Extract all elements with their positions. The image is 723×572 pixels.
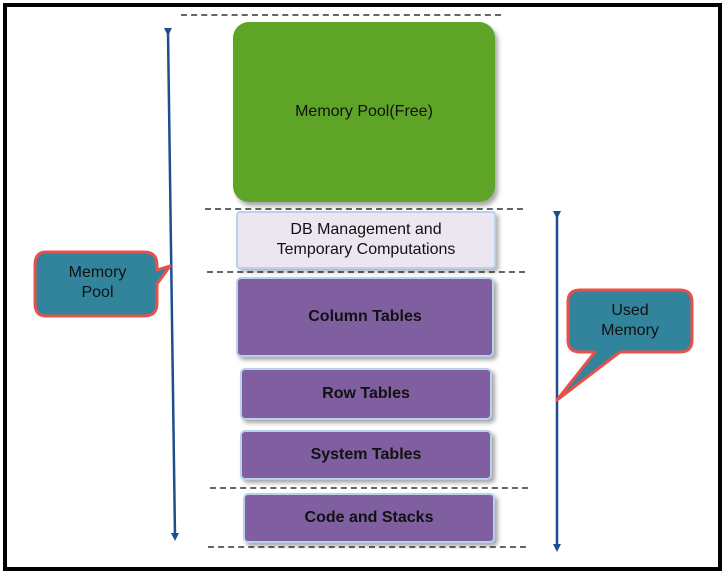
- row-tables-block: Row Tables: [240, 368, 492, 420]
- row-tables-label: Row Tables: [322, 385, 410, 402]
- separator-free-used: [205, 208, 523, 210]
- column-tables-block: Column Tables: [236, 277, 494, 357]
- code-and-stacks-block: Code and Stacks: [243, 493, 495, 543]
- used-memory-callout-text: Used Memory: [580, 301, 680, 341]
- system-tables-block: System Tables: [240, 430, 492, 480]
- separator-bottom: [208, 546, 526, 548]
- memory-pool-free-block: Memory Pool(Free): [233, 22, 495, 202]
- memory-pool-callout: [33, 250, 172, 318]
- memory-pool-callout-line2: Pool: [81, 284, 114, 301]
- separator-tables-code: [210, 487, 528, 489]
- memory-pool-callout-text: Memory Pool: [50, 263, 145, 303]
- used-memory-callout: [555, 288, 694, 402]
- memory-pool-callout-line1: Memory: [68, 264, 127, 281]
- used-memory-callout-line2: Memory: [601, 322, 659, 339]
- separator-top: [181, 14, 501, 16]
- system-tables-label: System Tables: [310, 446, 422, 463]
- separator-db-tables: [207, 271, 525, 273]
- column-tables-label: Column Tables: [308, 308, 422, 325]
- db-management-block: DB Management and Temporary Computations: [236, 211, 496, 269]
- used-memory-callout-line1: Used: [611, 302, 649, 319]
- memory-pool-arrow: [163, 27, 179, 541]
- code-and-stacks-label: Code and Stacks: [304, 509, 434, 526]
- db-management-label: DB Management and Temporary Computations: [276, 221, 456, 258]
- memory-pool-free-label: Memory Pool(Free): [295, 103, 433, 120]
